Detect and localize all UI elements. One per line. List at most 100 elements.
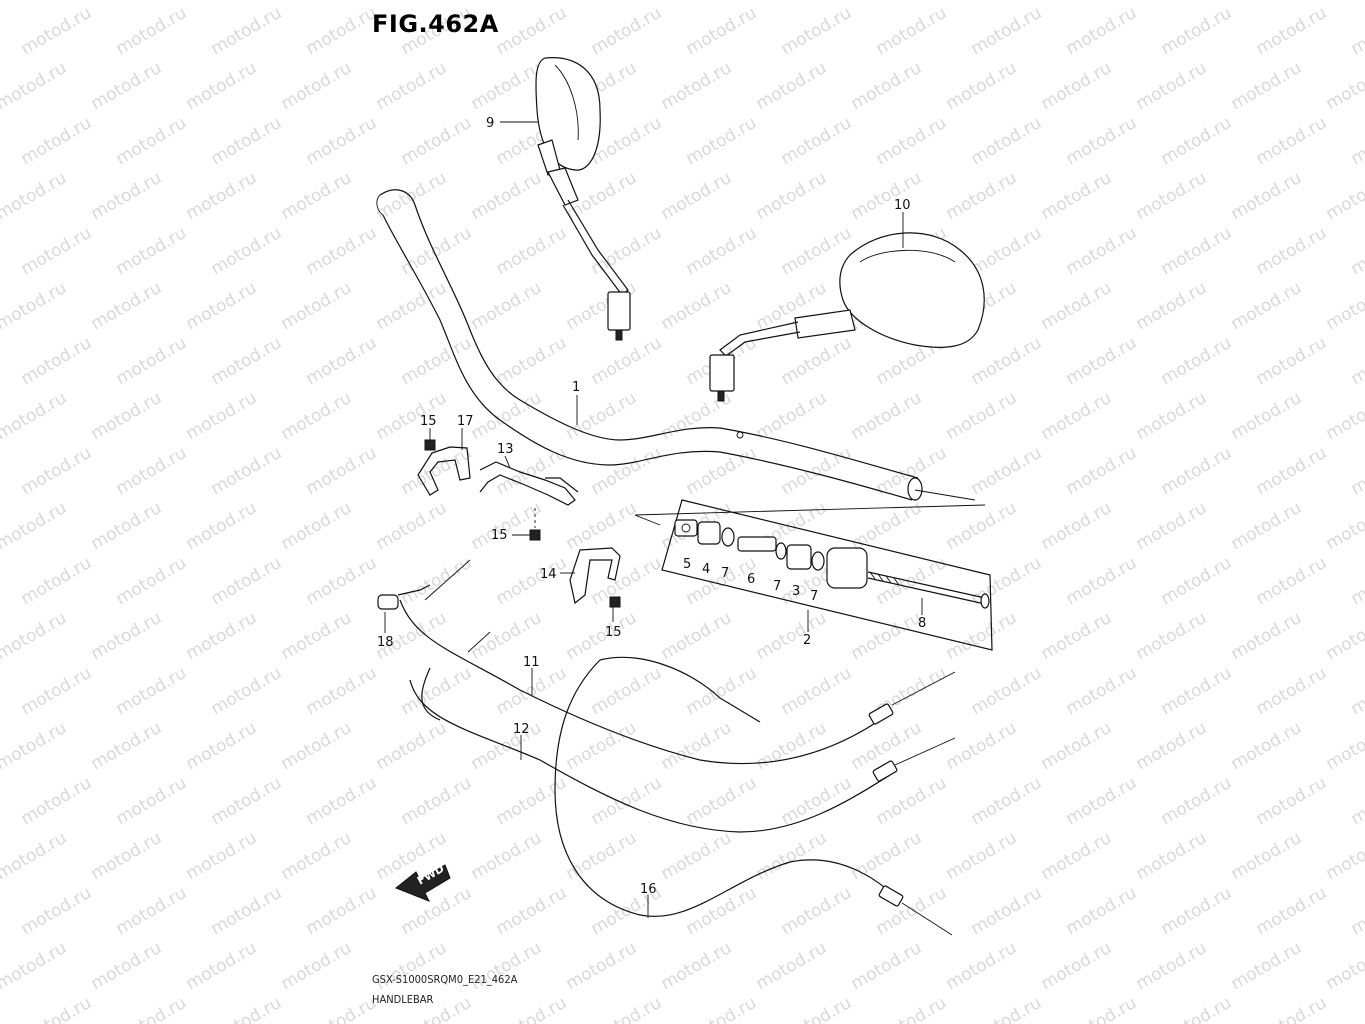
watermark-text: motod.ru bbox=[943, 0, 1021, 4]
watermark-text: motod.ru bbox=[1133, 938, 1211, 994]
watermark-text: motod.ru bbox=[278, 938, 356, 994]
watermark-text: motod.ru bbox=[778, 333, 856, 389]
watermark-text: motod.ru bbox=[0, 278, 70, 334]
watermark-text: motod.ru bbox=[658, 58, 736, 114]
watermark-text: motod.ru bbox=[1038, 828, 1116, 884]
watermark-text: motod.ru bbox=[1348, 443, 1365, 499]
watermark-text: motod.ru bbox=[1323, 58, 1365, 114]
watermark-text: motod.ru bbox=[873, 443, 951, 499]
callout-14: 14 bbox=[540, 567, 557, 582]
watermark-text: motod.ru bbox=[113, 773, 191, 829]
watermark-text: motod.ru bbox=[113, 113, 191, 169]
watermark-text: motod.ru bbox=[373, 0, 451, 4]
watermark-text: motod.ru bbox=[183, 278, 261, 334]
watermark-text: motod.ru bbox=[1158, 443, 1236, 499]
watermark-text: motod.ru bbox=[18, 3, 96, 59]
watermark-text: motod.ru bbox=[493, 3, 571, 59]
watermark-text: motod.ru bbox=[1063, 113, 1141, 169]
watermark-text: motod.ru bbox=[968, 553, 1046, 609]
watermark-text: motod.ru bbox=[563, 498, 641, 554]
watermark-text: motod.ru bbox=[943, 608, 1021, 664]
watermark-text: motod.ru bbox=[1038, 608, 1116, 664]
watermark-text: motod.ru bbox=[303, 333, 381, 389]
watermark-text: motod.ru bbox=[968, 223, 1046, 279]
watermark-text: motod.ru bbox=[658, 938, 736, 994]
watermark-text: motod.ru bbox=[398, 333, 476, 389]
callout-15a: 15 bbox=[420, 414, 437, 429]
watermark-text: motod.ru bbox=[18, 223, 96, 279]
watermark-text: motod.ru bbox=[1038, 498, 1116, 554]
watermark-text: motod.ru bbox=[1038, 718, 1116, 774]
callout-8: 8 bbox=[918, 616, 926, 631]
watermark-text: motod.ru bbox=[778, 443, 856, 499]
watermark-text: motod.ru bbox=[848, 168, 926, 224]
watermark-text: motod.ru bbox=[183, 608, 261, 664]
watermark-text: motod.ru bbox=[183, 388, 261, 444]
watermark-text: motod.ru bbox=[968, 773, 1046, 829]
watermark-text: motod.ru bbox=[373, 278, 451, 334]
watermark-text: motod.ru bbox=[278, 498, 356, 554]
watermark-text: motod.ru bbox=[1158, 333, 1236, 389]
watermark-text: motod.ru bbox=[88, 828, 166, 884]
watermark-text: motod.ru bbox=[778, 883, 856, 939]
watermark-text: motod.ru bbox=[113, 993, 191, 1024]
watermark-text: motod.ru bbox=[848, 938, 926, 994]
watermark-text: motod.ru bbox=[113, 333, 191, 389]
watermark-text: motod.ru bbox=[1253, 993, 1331, 1024]
watermark-text: motod.ru bbox=[493, 663, 571, 719]
watermark-text: motod.ru bbox=[588, 553, 666, 609]
watermark-text: motod.ru bbox=[303, 883, 381, 939]
watermark-text: motod.ru bbox=[1158, 3, 1236, 59]
watermark-text: motod.ru bbox=[1348, 553, 1365, 609]
watermark-text: motod.ru bbox=[278, 0, 356, 4]
watermark-text: motod.ru bbox=[658, 0, 736, 4]
watermark-text: motod.ru bbox=[1063, 663, 1141, 719]
watermark-text: motod.ru bbox=[493, 223, 571, 279]
watermark-text: motod.ru bbox=[183, 718, 261, 774]
watermark-text: motod.ru bbox=[183, 498, 261, 554]
watermark-text: motod.ru bbox=[1228, 388, 1306, 444]
watermark-text: motod.ru bbox=[183, 938, 261, 994]
watermark-text: motod.ru bbox=[1323, 278, 1365, 334]
watermark-text: motod.ru bbox=[1228, 168, 1306, 224]
watermark-text: motod.ru bbox=[588, 333, 666, 389]
watermark-text: motod.ru bbox=[1158, 553, 1236, 609]
watermark-text: motod.ru bbox=[18, 113, 96, 169]
watermark-text: motod.ru bbox=[1063, 333, 1141, 389]
watermark-text: motod.ru bbox=[1158, 223, 1236, 279]
watermark-text: motod.ru bbox=[1228, 718, 1306, 774]
watermark-text: motod.ru bbox=[968, 113, 1046, 169]
watermark-text: motod.ru bbox=[848, 0, 926, 4]
watermark-text: motod.ru bbox=[778, 3, 856, 59]
watermark-text: motod.ru bbox=[113, 883, 191, 939]
watermark-text: motod.ru bbox=[1133, 278, 1211, 334]
watermark-text: motod.ru bbox=[943, 168, 1021, 224]
watermark-text: motod.ru bbox=[658, 608, 736, 664]
watermark-text: motod.ru bbox=[208, 883, 286, 939]
callout-1: 1 bbox=[572, 380, 580, 395]
watermark-text: motod.ru bbox=[778, 663, 856, 719]
watermark-text: motod.ru bbox=[113, 223, 191, 279]
watermark-text: motod.ru bbox=[1133, 388, 1211, 444]
watermark-text: motod.ru bbox=[1348, 883, 1365, 939]
watermark-text: motod.ru bbox=[1133, 828, 1211, 884]
watermark-text: motod.ru bbox=[113, 553, 191, 609]
watermark-text: motod.ru bbox=[373, 168, 451, 224]
watermark-text: motod.ru bbox=[468, 0, 546, 4]
callout-6: 6 bbox=[747, 572, 755, 587]
callout-7a: 7 bbox=[721, 566, 729, 581]
watermark-text: motod.ru bbox=[588, 773, 666, 829]
watermark-text: motod.ru bbox=[88, 168, 166, 224]
watermark-text: motod.ru bbox=[18, 663, 96, 719]
watermark-text: motod.ru bbox=[208, 113, 286, 169]
watermark-text: motod.ru bbox=[1063, 553, 1141, 609]
watermark-text: motod.ru bbox=[1348, 3, 1365, 59]
watermark-text: motod.ru bbox=[18, 993, 96, 1024]
watermark-text: motod.ru bbox=[753, 388, 831, 444]
watermark-text: motod.ru bbox=[683, 883, 761, 939]
watermark-text: motod.ru bbox=[1038, 388, 1116, 444]
watermark-text: motod.ru bbox=[278, 168, 356, 224]
watermark-text: motod.ru bbox=[493, 333, 571, 389]
